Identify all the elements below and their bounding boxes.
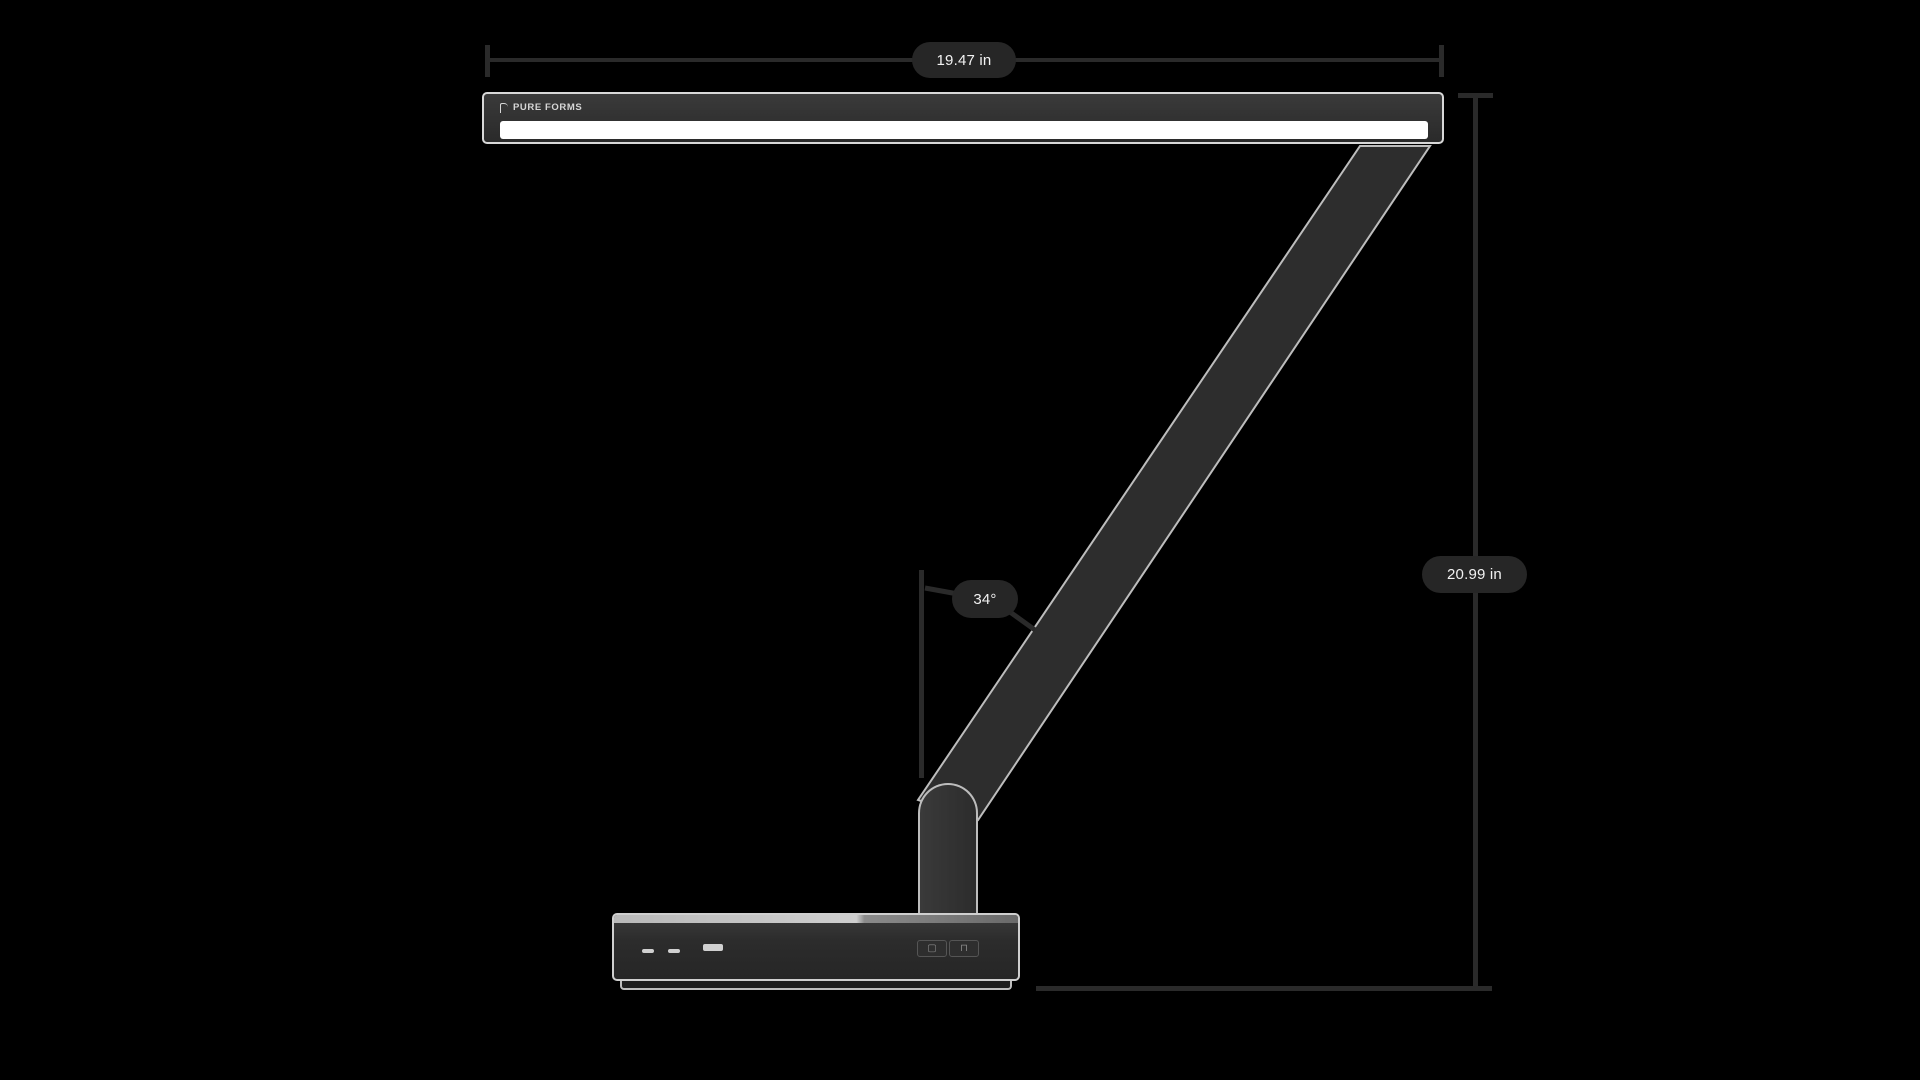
camera-icon: ▢: [927, 943, 937, 954]
height-dimension-label: 20.99 in: [1422, 556, 1527, 593]
width-dimension-tick-left: [485, 45, 490, 77]
angle-reference-line: [919, 570, 924, 778]
light-icon: ⊓: [960, 943, 968, 954]
arm-angle-label: 34°: [952, 580, 1018, 618]
lamp-stem: [918, 783, 978, 918]
lamp-head: PURE FORMS: [482, 92, 1444, 144]
base-foot: [620, 978, 1012, 990]
light-strip: [500, 121, 1428, 139]
base-top-surface: [614, 915, 1018, 923]
height-dimension-line: [1473, 95, 1478, 988]
height-baseline: [1036, 986, 1492, 991]
usb-c-port: [642, 949, 654, 953]
pure-forms-logo-icon: [500, 102, 508, 113]
camera-button[interactable]: ▢: [917, 940, 947, 957]
height-dimension-tick-top: [1458, 93, 1493, 98]
usb-a-port: [703, 944, 723, 951]
width-dimension-tick-right: [1439, 45, 1444, 77]
brand-mark: PURE FORMS: [500, 102, 582, 113]
light-button[interactable]: ⊓: [949, 940, 979, 957]
width-dimension-label: 19.47 in: [912, 42, 1016, 78]
usb-c-port: [668, 949, 680, 953]
brand-name: PURE FORMS: [513, 102, 583, 113]
